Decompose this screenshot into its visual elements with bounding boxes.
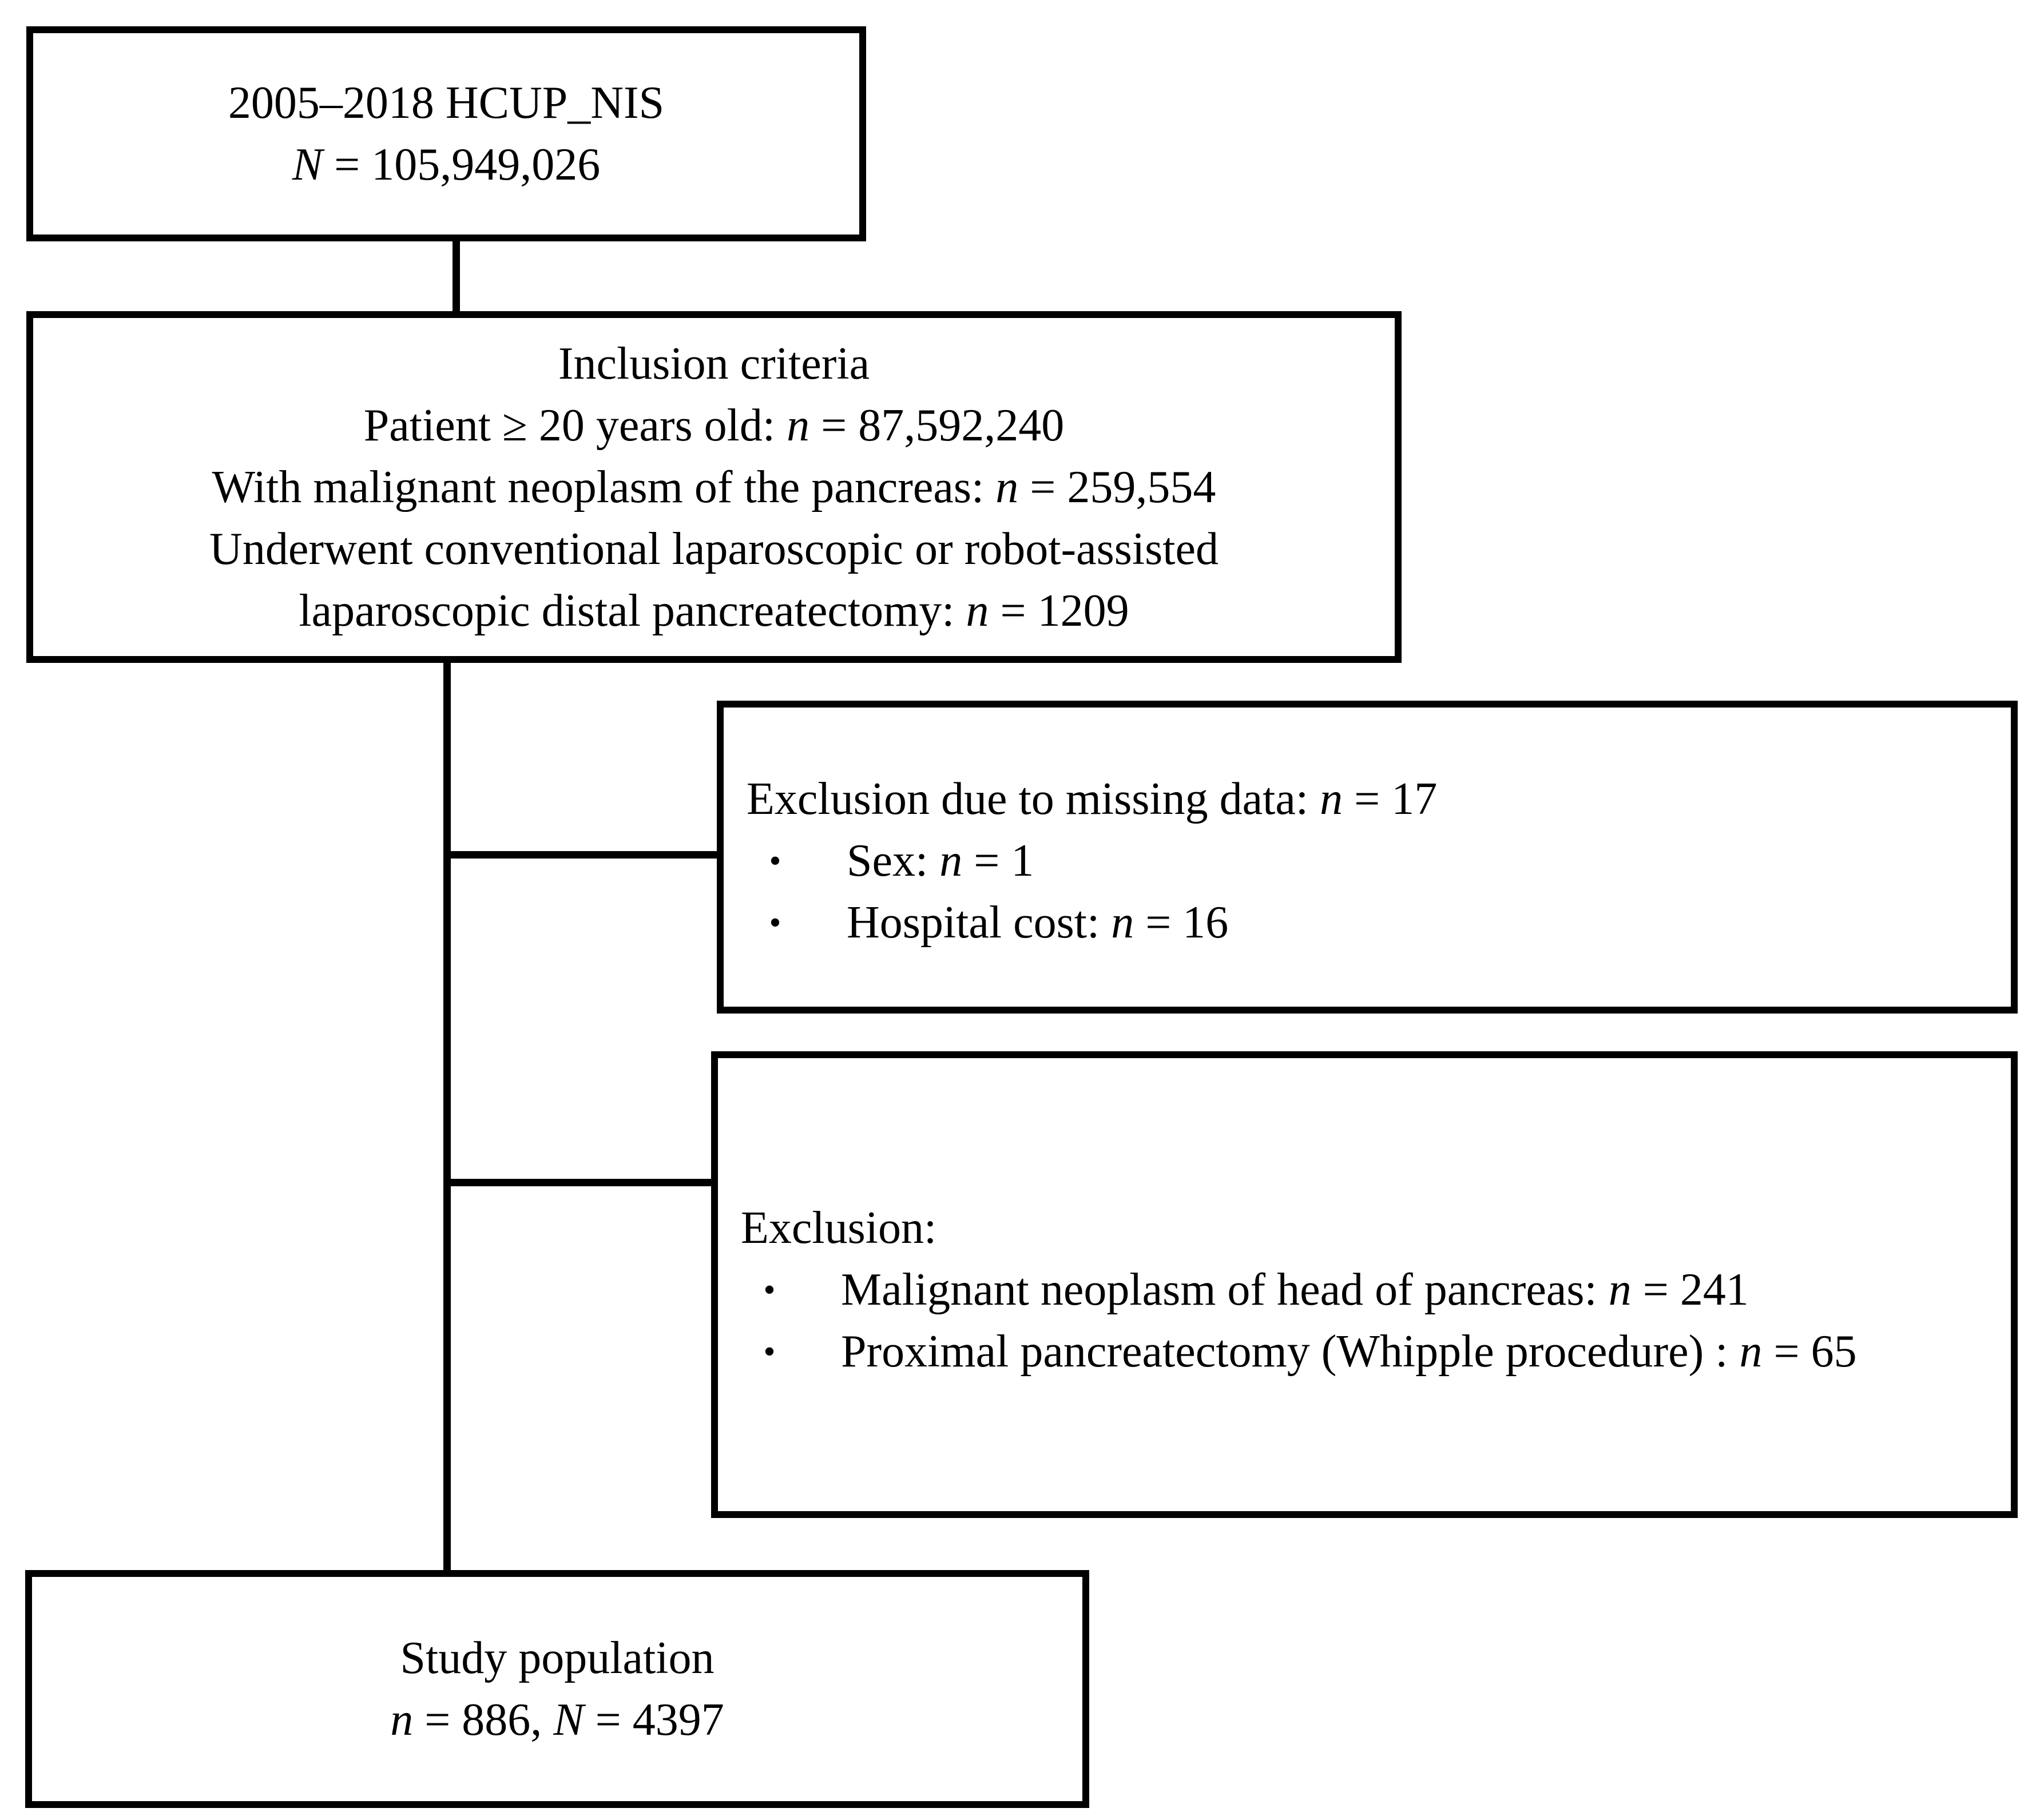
missing-sex-item: Sex: n = 1 bbox=[847, 836, 1034, 886]
study-population-counts: n = 886, N = 4397 bbox=[390, 1695, 724, 1745]
missing-hospital-cost-item: Hospital cost: n = 16 bbox=[847, 897, 1229, 948]
connector-main-trunk bbox=[443, 658, 451, 1574]
exclusion-whipple-item: Proximal pancreatectomy (Whipple procedu… bbox=[841, 1326, 1857, 1377]
inclusion-criterion-age: Patient ≥ 20 years old: n = 87,592,240 bbox=[363, 400, 1065, 451]
connector-to-missing-data-exclusion bbox=[443, 851, 720, 859]
list-item: • Sex: n = 1 bbox=[747, 830, 1437, 892]
missing-data-exclusion-content: Exclusion due to missing data: n = 17 • … bbox=[747, 766, 1437, 955]
exclusion-head-of-pancreas-item: Malignant neoplasm of head of pancreas: … bbox=[841, 1265, 1749, 1315]
study-population-box: Study population n = 886, N = 4397 bbox=[25, 1570, 1089, 1808]
list-item: • Hospital cost: n = 16 bbox=[747, 892, 1437, 953]
connector-to-exclusion bbox=[443, 1179, 715, 1186]
inclusion-criteria-title: Inclusion criteria bbox=[558, 338, 870, 389]
inclusion-criteria-box: Inclusion criteria Patient ≥ 20 years ol… bbox=[26, 311, 1402, 663]
study-population-title: Study population bbox=[400, 1633, 715, 1683]
list-item: • Proximal pancreatectomy (Whipple proce… bbox=[741, 1321, 1857, 1382]
exclusion-title: Exclusion: bbox=[741, 1203, 937, 1253]
exclusion-content: Exclusion: • Malignant neoplasm of head … bbox=[741, 1195, 1857, 1384]
bullet-icon: • bbox=[763, 1271, 776, 1309]
bullet-icon: • bbox=[769, 842, 781, 880]
list-item: • Malignant neoplasm of head of pancreas… bbox=[741, 1259, 1857, 1321]
exclusion-box bbox=[711, 1051, 2018, 1518]
data-source-box: 2005–2018 HCUP_NIS N = 105,949,026 bbox=[26, 26, 866, 241]
inclusion-criterion-neoplasm: With malignant neoplasm of the pancreas:… bbox=[212, 462, 1216, 512]
data-source-total: N = 105,949,026 bbox=[292, 140, 601, 190]
inclusion-criterion-surgery-line1: Underwent conventional laparoscopic or r… bbox=[209, 523, 1219, 574]
bullet-icon: • bbox=[769, 904, 781, 941]
missing-data-exclusion-title: Exclusion due to missing data: n = 17 bbox=[747, 774, 1438, 824]
bullet-icon: • bbox=[763, 1333, 776, 1370]
missing-data-exclusion-box bbox=[717, 701, 2018, 1014]
data-source-title: 2005–2018 HCUP_NIS bbox=[228, 78, 665, 128]
connector-source-to-inclusion bbox=[453, 238, 460, 316]
inclusion-criterion-surgery-line2: laparoscopic distal pancreatectomy: n = … bbox=[299, 585, 1129, 636]
